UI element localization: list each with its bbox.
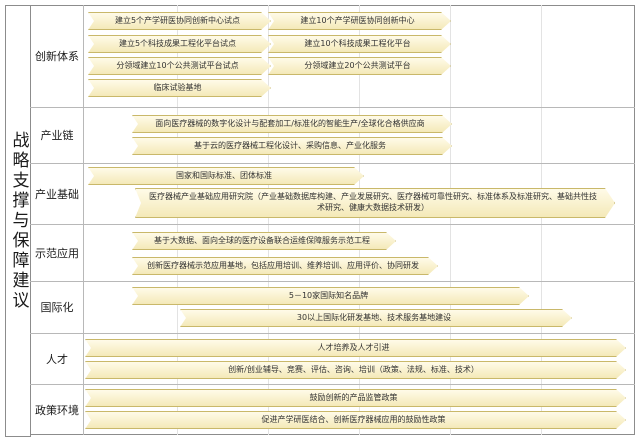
row-label-international: 国际化 bbox=[40, 301, 74, 314]
row-label-demonstration: 示范应用 bbox=[35, 246, 79, 260]
innovation-arrow: 建立5个科技成果工程化平台试点 bbox=[88, 35, 271, 53]
innovation-arrow: 临床试验基地 bbox=[88, 79, 271, 97]
grid-line bbox=[541, 5, 542, 435]
row-label-industry-base: 产业基础 bbox=[35, 187, 79, 201]
policy-arrow: 鼓励创新的产品监管政策 bbox=[85, 389, 626, 407]
row-separator bbox=[30, 281, 635, 282]
row-separator bbox=[30, 107, 635, 108]
label-column-divider bbox=[83, 5, 84, 435]
innovation-arrow: 建立10个产学研医协同创新中心 bbox=[268, 12, 451, 30]
grid-line bbox=[450, 5, 451, 435]
innovation-arrow: 建立10个科技成果工程化平台 bbox=[268, 35, 451, 53]
row-separator bbox=[30, 384, 635, 385]
talent-arrow: 创新/创业辅导、竞赛、评估、咨询、培训（政策、法规、标准、技术） bbox=[85, 361, 626, 379]
row-label-talent: 人才 bbox=[46, 352, 68, 366]
innovation-arrow: 分领域建立20个公共测试平台 bbox=[268, 57, 451, 75]
policy-arrow: 促进产学研医结合、创新医疗器械应用的鼓励性政策 bbox=[85, 411, 626, 429]
row-label-industry-chain: 产业链 bbox=[40, 129, 74, 142]
demonstration-arrow: 基于大数据、面向全球的医疗设备联合运维保障服务示范工程 bbox=[132, 232, 396, 250]
industry-chain-arrow: 基于云的医疗器械工程化设计、采购信息、产业化服务 bbox=[132, 137, 452, 155]
row-label-policy: 政策环境 bbox=[35, 403, 79, 417]
grid-line bbox=[177, 5, 178, 435]
innovation-arrow: 分领域建立10个公共测试平台试点 bbox=[88, 57, 271, 75]
demonstration-arrow: 创新医疗器械示范应用基地，包括应用培训、维养培训、应用评价、协同研发 bbox=[132, 257, 438, 275]
grid-line bbox=[359, 5, 360, 435]
side-title: 战略支撑与保障建议 bbox=[8, 131, 29, 311]
international-arrow: 30以上国际化研发基地、技术服务基地建设 bbox=[180, 309, 572, 327]
row-separator bbox=[30, 163, 635, 164]
industry-base-arrow: 医疗器械产业基础应用研究院（产业基础数据库构建、产业发展研究、医疗器械可靠性研究… bbox=[135, 188, 615, 218]
industry-base-arrow: 国家和国际标准、团体标准 bbox=[88, 167, 364, 185]
talent-arrow: 人才培养及人才引进 bbox=[85, 339, 626, 357]
row-separator bbox=[30, 333, 635, 334]
industry-chain-arrow: 面向医疗器械的数字化设计与配套加工/标准化的智能生产/全球化合格供应商 bbox=[132, 115, 452, 133]
side-title-box: 战略支撑与保障建议 bbox=[5, 5, 31, 437]
grid-line bbox=[268, 5, 269, 435]
international-arrow: 5－10家国际知名品牌 bbox=[132, 287, 529, 305]
innovation-arrow: 建立5个产学研医协同创新中心试点 bbox=[88, 12, 271, 30]
row-separator bbox=[30, 224, 635, 225]
row-label-innovation: 创新体系 bbox=[35, 50, 79, 63]
